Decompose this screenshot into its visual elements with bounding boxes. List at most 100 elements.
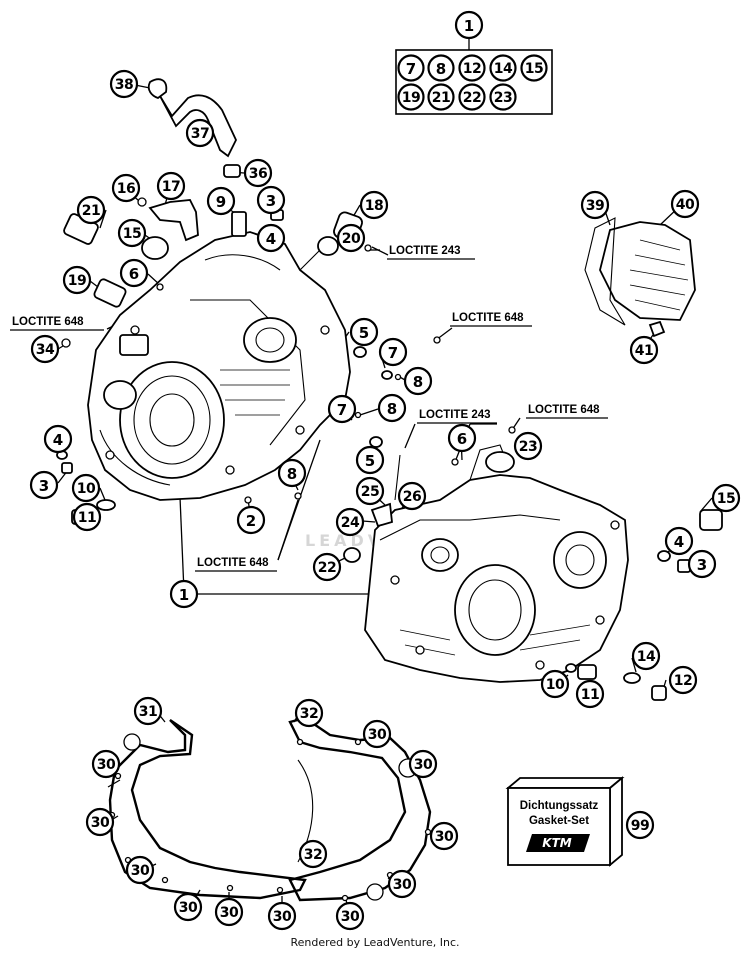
svg-text:17: 17 bbox=[162, 179, 180, 195]
callout-c10-a: 10 bbox=[71, 473, 101, 503]
svg-text:30: 30 bbox=[131, 863, 150, 879]
callout-c24: 24 bbox=[335, 507, 365, 537]
set-callout-12: 12 bbox=[458, 54, 486, 82]
svg-text:8: 8 bbox=[287, 465, 297, 483]
svg-text:15: 15 bbox=[525, 61, 543, 77]
svg-text:99: 99 bbox=[631, 818, 649, 834]
svg-text:30: 30 bbox=[97, 757, 116, 773]
right-case-small-parts bbox=[343, 336, 723, 701]
callout-c3-c: 3 bbox=[687, 549, 717, 579]
svg-text:3: 3 bbox=[39, 477, 49, 495]
svg-text:30: 30 bbox=[341, 909, 360, 925]
right-crankcase-half bbox=[364, 444, 629, 683]
svg-text:41: 41 bbox=[635, 343, 653, 359]
svg-text:14: 14 bbox=[494, 61, 513, 77]
left-crankcase-half bbox=[87, 231, 351, 501]
callout-c5-b: 5 bbox=[355, 445, 385, 475]
callout-c31: 31 bbox=[133, 696, 163, 726]
svg-text:30: 30 bbox=[91, 815, 110, 831]
svg-text:4: 4 bbox=[266, 230, 276, 248]
svg-text:10: 10 bbox=[546, 677, 565, 693]
svg-text:36: 36 bbox=[249, 166, 267, 182]
svg-text:14: 14 bbox=[637, 649, 656, 665]
callout-c30-b: 30 bbox=[408, 749, 438, 779]
svg-text:21: 21 bbox=[82, 203, 100, 219]
footer-credit: Rendered by LeadVenture, Inc. bbox=[290, 936, 460, 949]
svg-text:11: 11 bbox=[581, 687, 599, 703]
callout-c4-b: 4 bbox=[43, 424, 73, 454]
svg-text:23: 23 bbox=[519, 439, 537, 455]
callout-c11-a: 11 bbox=[72, 502, 102, 532]
package-label-line-1: Dichtungssatz bbox=[520, 800, 599, 812]
svg-text:30: 30 bbox=[435, 829, 454, 845]
callout-c15-b: 15 bbox=[711, 483, 741, 513]
callout-c38: 38 bbox=[109, 69, 139, 99]
callout-c30-c: 30 bbox=[91, 749, 121, 779]
svg-text:3: 3 bbox=[697, 556, 707, 574]
svg-text:37: 37 bbox=[191, 126, 209, 142]
svg-text:10: 10 bbox=[77, 481, 96, 497]
callout-c18: 18 bbox=[359, 190, 389, 220]
svg-text:6: 6 bbox=[129, 265, 139, 283]
svg-text:1: 1 bbox=[179, 586, 189, 604]
callout-c17: 17 bbox=[156, 171, 186, 201]
svg-text:32: 32 bbox=[300, 706, 318, 722]
callout-c22: 22 bbox=[312, 552, 342, 582]
set-callout-14: 14 bbox=[489, 54, 517, 82]
svg-text:22: 22 bbox=[318, 560, 336, 576]
svg-text:6: 6 bbox=[457, 430, 467, 448]
svg-text:3: 3 bbox=[266, 192, 276, 210]
svg-text:30: 30 bbox=[368, 727, 387, 743]
set-callout-15: 15 bbox=[520, 54, 548, 82]
svg-text:9: 9 bbox=[216, 193, 226, 211]
callout-c30-f: 30 bbox=[125, 855, 155, 885]
callout-c9: 9 bbox=[206, 186, 236, 216]
ignition-cover bbox=[584, 217, 696, 338]
svg-text:15: 15 bbox=[123, 226, 141, 242]
svg-text:2: 2 bbox=[246, 512, 256, 530]
svg-text:19: 19 bbox=[68, 273, 86, 289]
callout-c32-a: 32 bbox=[294, 698, 324, 728]
callout-c2: 2 bbox=[236, 505, 266, 535]
callout-c1-mid: 1 bbox=[169, 579, 199, 609]
callout-c7-a: 7 bbox=[378, 337, 408, 367]
callout-c30-e: 30 bbox=[429, 821, 459, 851]
callout-c41: 41 bbox=[629, 335, 659, 365]
callout-c25: 25 bbox=[355, 476, 385, 506]
set-callout-22: 22 bbox=[458, 83, 486, 111]
callout-c30-k: 30 bbox=[335, 901, 365, 931]
svg-text:40: 40 bbox=[676, 197, 695, 213]
callout-c8-c: 8 bbox=[277, 458, 307, 488]
callout-c23: 23 bbox=[513, 431, 543, 461]
svg-text:1: 1 bbox=[464, 17, 474, 35]
callout-c3-a: 3 bbox=[256, 185, 286, 215]
svg-text:5: 5 bbox=[359, 324, 369, 342]
callout-c3-b: 3 bbox=[29, 470, 59, 500]
callout-c8-a: 8 bbox=[403, 366, 433, 396]
set-callout-8: 8 bbox=[427, 54, 455, 82]
breather-hose bbox=[147, 78, 241, 178]
svg-text:19: 19 bbox=[402, 90, 420, 106]
set-callout-23: 23 bbox=[489, 83, 517, 111]
callout-c30-j: 30 bbox=[267, 901, 297, 931]
svg-text:31: 31 bbox=[139, 704, 157, 720]
callout-c39: 39 bbox=[580, 190, 610, 220]
callout-c1-top: 1 bbox=[454, 10, 484, 40]
svg-text:5: 5 bbox=[365, 452, 375, 470]
package-label-line-2: Gasket-Set bbox=[529, 815, 589, 827]
svg-text:15: 15 bbox=[717, 491, 735, 507]
svg-text:21: 21 bbox=[432, 90, 450, 106]
svg-text:30: 30 bbox=[179, 900, 198, 916]
set-callout-21: 21 bbox=[427, 83, 455, 111]
svg-text:7: 7 bbox=[337, 401, 347, 419]
callout-c19: 19 bbox=[62, 265, 92, 295]
callout-c6-b: 6 bbox=[447, 423, 477, 453]
callout-c40: 40 bbox=[670, 189, 700, 219]
callout-c6-a: 6 bbox=[119, 258, 149, 288]
svg-text:8: 8 bbox=[387, 400, 397, 418]
loctite-label-l-648-c: LOCTITE 648 bbox=[528, 404, 600, 416]
svg-text:30: 30 bbox=[273, 909, 292, 925]
callout-c8-b: 8 bbox=[377, 393, 407, 423]
